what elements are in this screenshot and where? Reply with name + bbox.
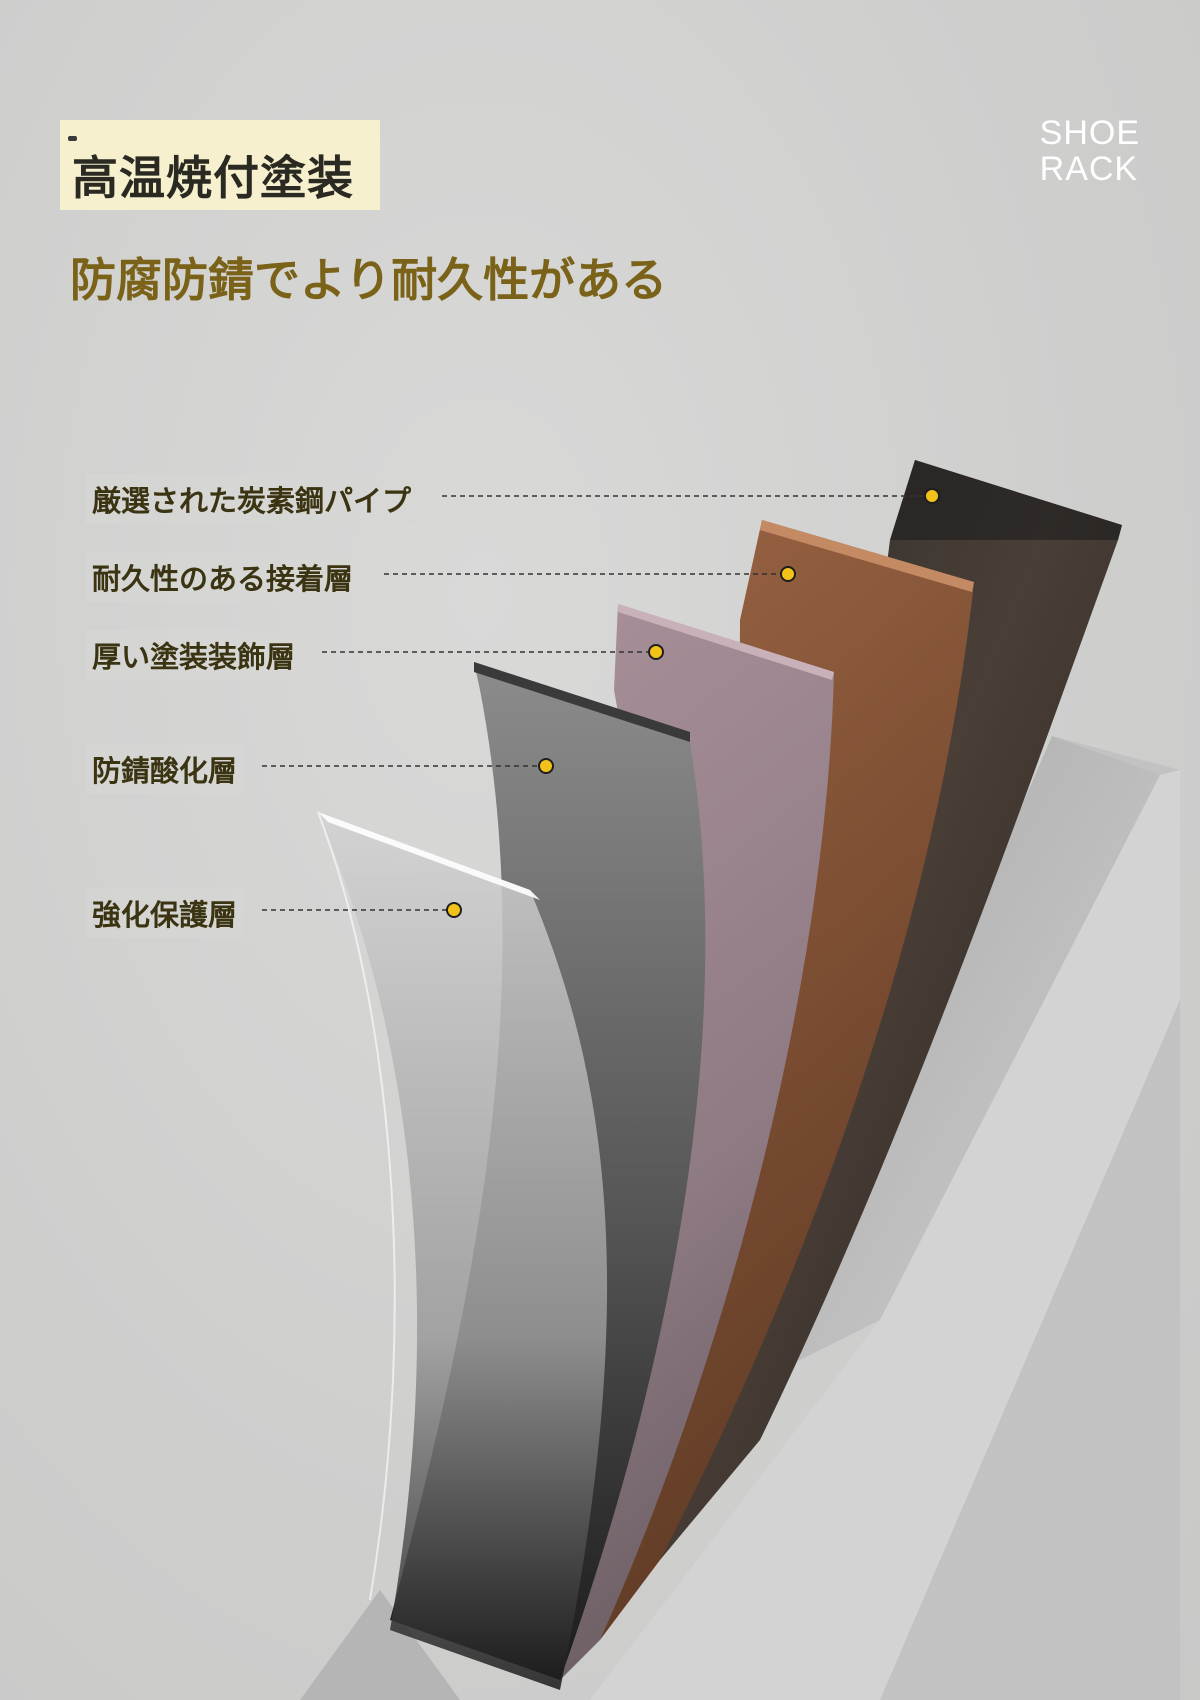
- page-title: 高温焼付塗装: [72, 151, 354, 205]
- brand-line-2: RACK: [1039, 150, 1139, 188]
- base-tube: [300, 736, 1180, 1700]
- marker-dot-oxide: [538, 758, 554, 774]
- title-box: 高温焼付塗装: [60, 120, 380, 210]
- page-subtitle: 防腐防錆でより耐久性がある: [70, 253, 668, 307]
- layer-label-protect: 強化保護層: [86, 888, 244, 938]
- layer-label-oxide: 防錆酸化層: [86, 744, 244, 794]
- brand-logo: SHOE RACK: [1040, 115, 1140, 187]
- leader-lines: [262, 495, 932, 911]
- brand-line-1: SHOE: [1039, 114, 1140, 152]
- markers: [446, 488, 940, 918]
- layer-label-steel: 厳選された炭素鋼パイプ: [86, 474, 418, 524]
- marker-dot-steel: [924, 488, 940, 504]
- layer-label-adhesive: 耐久性のある接着層: [86, 552, 360, 602]
- title-dot: [68, 136, 77, 141]
- layer-protect-shape: [317, 811, 608, 1690]
- marker-dot-adhesive: [780, 566, 796, 582]
- marker-dot-protect: [446, 902, 462, 918]
- marker-dot-coating: [648, 644, 664, 660]
- layer-label-coating: 厚い塗装装飾層: [86, 630, 302, 680]
